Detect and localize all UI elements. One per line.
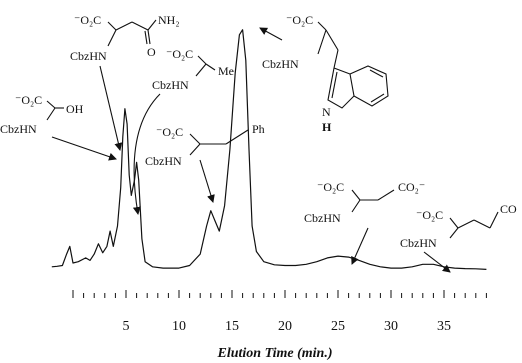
svg-text:⁻O₂C: ⁻O₂C (416, 208, 443, 222)
svg-text:O: O (147, 45, 156, 59)
svg-text:NH₂: NH₂ (158, 13, 180, 27)
x-tick-label: 35 (437, 319, 451, 334)
svg-text:CbzHN: CbzHN (145, 154, 182, 168)
arrow-alanine (132, 93, 161, 215)
x-tick-labels: 5 10 15 20 25 30 35 (123, 319, 452, 334)
annotation-tryptophan: ⁻O₂C CbzHN N H (262, 13, 389, 134)
svg-text:⁻O₂C: ⁻O₂C (317, 180, 344, 194)
svg-text:N: N (322, 105, 331, 119)
x-tick-label: 25 (331, 319, 345, 334)
svg-text:Me: Me (218, 64, 234, 78)
arrow-aspartate (351, 227, 369, 265)
svg-text:CO: CO (500, 202, 517, 216)
svg-text:OH: OH (66, 102, 84, 116)
arrow-tryptophan (259, 27, 283, 41)
svg-text:CbzHN: CbzHN (304, 211, 341, 225)
svg-text:CbzHN: CbzHN (152, 78, 189, 92)
x-tick-label: 5 (123, 319, 130, 334)
svg-text:⁻O₂C: ⁻O₂C (74, 13, 101, 27)
svg-text:CbzHN: CbzHN (0, 122, 37, 136)
annotation-aspartate: ⁻O₂C CO₂⁻ CbzHN (304, 180, 425, 225)
annotation-alanine: ⁻O₂C Me CbzHN (152, 47, 234, 92)
x-tick-label: 10 (172, 319, 186, 334)
arrow-asparagine (99, 65, 123, 151)
arrow-serine (51, 136, 117, 161)
svg-text:CbzHN: CbzHN (70, 49, 107, 63)
svg-text:⁻O₂C: ⁻O₂C (166, 47, 193, 61)
svg-text:CbzHN: CbzHN (262, 57, 299, 71)
annotation-serine: ⁻O₂C CbzHN OH (0, 93, 84, 136)
x-tick-label: 30 (384, 319, 398, 334)
svg-text:⁻O₂C: ⁻O₂C (286, 13, 313, 27)
x-axis-title: Elution Time (min.) (217, 346, 333, 361)
svg-text:⁻O₂C: ⁻O₂C (15, 93, 42, 107)
x-tick-label: 20 (278, 319, 292, 334)
svg-text:H: H (322, 120, 332, 134)
annotation-arrows (51, 27, 451, 273)
annotation-asparagine: ⁻O₂C NH₂ CbzHN O (70, 13, 180, 63)
svg-text:Ph: Ph (252, 122, 265, 136)
x-tick-label: 15 (225, 319, 239, 334)
x-axis (72, 290, 487, 298)
svg-text:CbzHN: CbzHN (400, 236, 437, 250)
annotation-glutamate: ⁻O₂C CO CbzHN (400, 202, 517, 250)
arrow-glutamate (423, 251, 451, 273)
svg-text:⁻O₂C: ⁻O₂C (156, 125, 183, 139)
chromatogram-trace (51, 29, 487, 270)
svg-text:CO₂⁻: CO₂⁻ (398, 180, 425, 194)
arrow-phenylalanine (199, 159, 215, 203)
annotation-phenylalanine: ⁻O₂C Ph CbzHN (145, 122, 265, 168)
